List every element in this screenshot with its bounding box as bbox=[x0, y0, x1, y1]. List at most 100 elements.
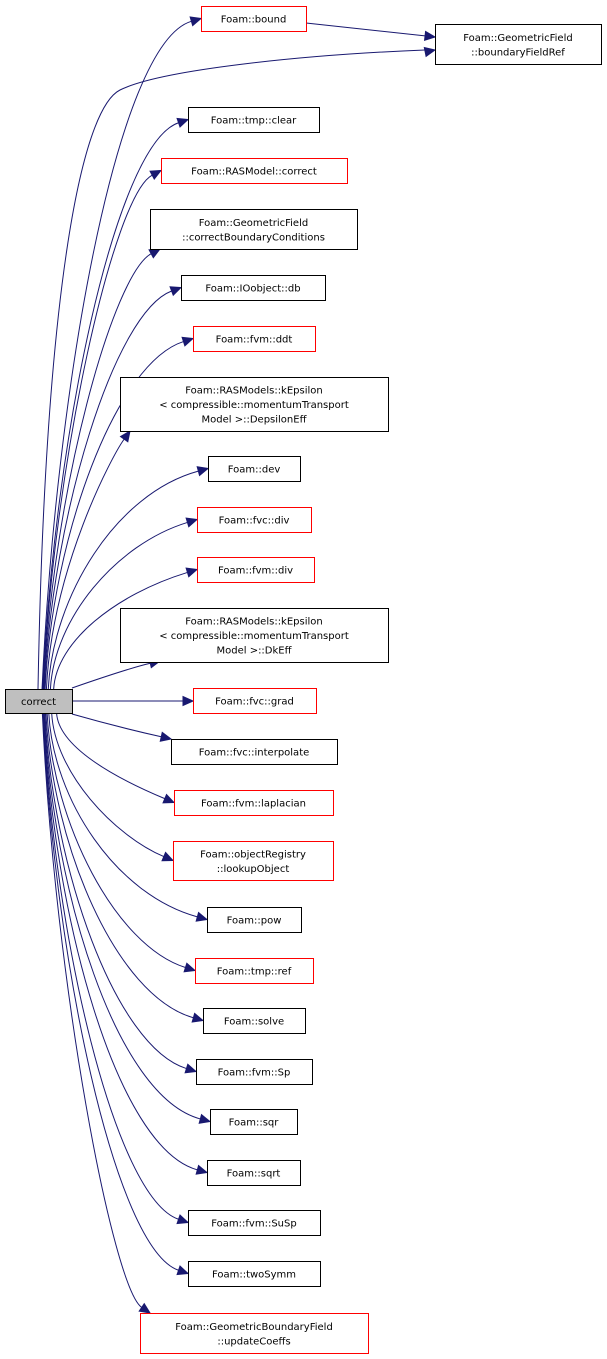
edge-correct-to-node-24 bbox=[41, 712, 142, 1308]
edge-correct-to-node-14-arrowhead bbox=[162, 793, 176, 804]
node-foam-fvc-grad-box bbox=[193, 688, 317, 714]
node-foam-sqrt[interactable]: Foam::sqrt bbox=[207, 1160, 301, 1186]
nodes: correct Foam::boundFoam::GeometricField::… bbox=[5, 6, 602, 1354]
edge-correct-to-node-8 bbox=[47, 470, 199, 690]
node-foam-fvm-laplacian[interactable]: Foam::fvm::laplacian bbox=[174, 790, 334, 816]
edge-correct-to-node-19-arrowhead bbox=[184, 1063, 198, 1074]
node-foam-fvc-div[interactable]: Foam::fvc::div bbox=[197, 507, 312, 533]
edge-correct-to-node-18 bbox=[45, 712, 194, 1019]
node-foam-solve[interactable]: Foam::solve bbox=[203, 1008, 306, 1034]
node-foam-tmp-clear-box bbox=[188, 107, 320, 133]
node-foam-rasmodels-kepsilon-compressible-momentumtransportmodel-depsiloneff[interactable]: Foam::RASModels::kEpsilon< compressible:… bbox=[120, 377, 389, 432]
node-foam-rasmodels-kepsilon-compressible-momentumtransportmodel-depsiloneff-label: Foam::RASModels::kEpsilon bbox=[185, 386, 323, 397]
node-foam-fvc-interpolate-box bbox=[171, 739, 338, 765]
node-foam-fvc-grad[interactable]: Foam::fvc::grad bbox=[193, 688, 317, 714]
node-foam-fvm-div-label: Foam::fvm::div bbox=[218, 566, 293, 577]
node-foam-rasmodel-correct-box bbox=[161, 158, 348, 184]
node-foam-solve-label: Foam::solve bbox=[224, 1017, 284, 1028]
node-foam-geometricfield-correctboundaryconditions-label: ::correctBoundaryConditions bbox=[182, 232, 325, 243]
edge-correct-to-node-10-arrowhead bbox=[185, 567, 199, 578]
node-foam-objectregistry-lookupobject-box bbox=[173, 841, 334, 881]
node-correct[interactable]: correct bbox=[5, 689, 73, 714]
node-foam-pow[interactable]: Foam::pow bbox=[207, 907, 302, 933]
node-foam-rasmodels-kepsilon-compressible-momentumtransportmodel-dkeff-label: Foam::RASModels::kEpsilon bbox=[185, 617, 323, 628]
node-foam-rasmodels-kepsilon-compressible-momentumtransportmodel-dkeff-box bbox=[120, 608, 389, 663]
edge-correct-to-node-23 bbox=[42, 712, 179, 1271]
node-foam-fvc-div-label: Foam::fvc::div bbox=[219, 516, 290, 527]
edge-correct-to-node-1-arrowhead bbox=[423, 46, 437, 58]
edge-correct-to-node-6-arrowhead bbox=[181, 336, 195, 347]
node-foam-fvm-ddt-box bbox=[193, 326, 316, 352]
edge-correct-to-node-19 bbox=[44, 712, 187, 1070]
node-foam-tmp-ref-box bbox=[195, 958, 314, 984]
node-foam-tmp-clear[interactable]: Foam::tmp::clear bbox=[188, 107, 320, 133]
node-foam-fvm-div-box bbox=[197, 557, 315, 583]
edge-correct-to-node-13-arrowhead bbox=[159, 731, 173, 742]
node-foam-tmp-clear-label: Foam::tmp::clear bbox=[211, 116, 297, 127]
node-foam-objectregistry-lookupobject-label: ::lookupObject bbox=[217, 864, 290, 875]
edge-correct-to-node-11 bbox=[71, 662, 151, 689]
node-foam-geometricboundaryfield-updatecoeffs-label: Foam::GeometricBoundaryField bbox=[175, 1322, 333, 1333]
node-foam-twosymm-box bbox=[188, 1261, 321, 1287]
edge-correct-to-node-18-arrowhead bbox=[191, 1012, 205, 1023]
node-foam-rasmodels-kepsilon-compressible-momentumtransportmodel-dkeff-label: < compressible::momentumTransport bbox=[159, 631, 349, 642]
edge-correct-to-node-12-arrowhead bbox=[182, 695, 195, 707]
edge-correct-to-node-22-arrowhead bbox=[176, 1214, 190, 1225]
node-foam-dev[interactable]: Foam::dev bbox=[208, 456, 301, 482]
node-foam-fvm-sp[interactable]: Foam::fvm::Sp bbox=[196, 1059, 313, 1085]
node-foam-pow-box bbox=[207, 907, 302, 933]
node-foam-geometricboundaryfield-updatecoeffs[interactable]: Foam::GeometricBoundaryField::updateCoef… bbox=[140, 1313, 369, 1354]
node-foam-pow-label: Foam::pow bbox=[227, 916, 282, 927]
node-foam-fvc-interpolate[interactable]: Foam::fvc::interpolate bbox=[171, 739, 338, 765]
edge-correct-to-node-9-arrowhead bbox=[185, 517, 199, 528]
node-foam-rasmodels-kepsilon-compressible-momentumtransportmodel-dkeff-label: Model >::DkEff bbox=[216, 646, 292, 657]
node-foam-tmp-ref-label: Foam::tmp::ref bbox=[217, 967, 292, 978]
edge-correct-to-node-5 bbox=[43, 290, 172, 690]
edge-bound-to-boundaryfieldref bbox=[305, 22, 426, 37]
node-foam-geometricboundaryfield-updatecoeffs-box bbox=[140, 1313, 369, 1354]
node-foam-twosymm-label: Foam::twoSymm bbox=[212, 1270, 296, 1281]
edge-correct-to-node-24-arrowhead bbox=[138, 1302, 152, 1314]
node-foam-rasmodel-correct[interactable]: Foam::RASModel::correct bbox=[161, 158, 348, 184]
edge-correct-to-node-0-arrowhead bbox=[189, 16, 203, 27]
node-foam-bound[interactable]: Foam::bound bbox=[201, 6, 307, 32]
node-foam-fvm-susp[interactable]: Foam::fvm::SuSp bbox=[188, 1210, 321, 1236]
node-foam-fvm-div[interactable]: Foam::fvm::div bbox=[197, 557, 315, 583]
edge-correct-to-node-10 bbox=[53, 571, 188, 690]
node-foam-ioobject-db[interactable]: Foam::IOobject::db bbox=[181, 275, 326, 301]
edge-correct-to-node-5-arrowhead bbox=[169, 286, 183, 297]
node-foam-geometricfield-boundaryfieldref-label: ::boundaryFieldRef bbox=[471, 47, 565, 58]
node-foam-objectregistry-lookupobject[interactable]: Foam::objectRegistry::lookupObject bbox=[173, 841, 334, 881]
node-foam-geometricfield-correctboundaryconditions-label: Foam::GeometricField bbox=[199, 218, 308, 229]
edge-correct-to-node-4 bbox=[43, 253, 152, 690]
node-foam-twosymm[interactable]: Foam::twoSymm bbox=[188, 1261, 321, 1287]
node-foam-solve-box bbox=[203, 1008, 306, 1034]
node-foam-rasmodel-correct-label: Foam::RASModel::correct bbox=[191, 167, 317, 178]
node-foam-geometricfield-boundaryfieldref[interactable]: Foam::GeometricField::boundaryFieldRef bbox=[435, 24, 602, 65]
node-foam-geometricfield-correctboundaryconditions-box bbox=[150, 209, 358, 250]
node-foam-bound-box bbox=[201, 6, 307, 32]
node-foam-rasmodels-kepsilon-compressible-momentumtransportmodel-dkeff[interactable]: Foam::RASModels::kEpsilon< compressible:… bbox=[120, 608, 389, 663]
edge-correct-to-node-6 bbox=[44, 341, 184, 690]
node-foam-geometricboundaryfield-updatecoeffs-label: ::updateCoeffs bbox=[217, 1336, 290, 1347]
node-foam-dev-box bbox=[208, 456, 301, 482]
node-foam-tmp-ref[interactable]: Foam::tmp::ref bbox=[195, 958, 314, 984]
node-foam-geometricfield-boundaryfieldref-label: Foam::GeometricField bbox=[463, 33, 572, 44]
node-foam-fvm-ddt[interactable]: Foam::fvm::ddt bbox=[193, 326, 316, 352]
node-foam-rasmodels-kepsilon-compressible-momentumtransportmodel-depsiloneff-box bbox=[120, 377, 389, 432]
node-foam-sqr[interactable]: Foam::sqr bbox=[210, 1109, 298, 1135]
edge-correct-to-node-14 bbox=[56, 712, 165, 800]
node-foam-dev-label: Foam::dev bbox=[228, 465, 281, 476]
node-foam-ioobject-db-box bbox=[181, 275, 326, 301]
edge-correct-to-node-0 bbox=[41, 20, 192, 690]
edge-correct-to-node-17-arrowhead bbox=[183, 962, 197, 973]
node-correct-box bbox=[5, 689, 73, 714]
node-foam-fvm-laplacian-label: Foam::fvm::laplacian bbox=[201, 799, 306, 810]
node-foam-fvm-susp-label: Foam::fvm::SuSp bbox=[211, 1219, 296, 1230]
node-foam-geometricfield-correctboundaryconditions[interactable]: Foam::GeometricField::correctBoundaryCon… bbox=[150, 209, 358, 250]
edge-correct-to-node-23-arrowhead bbox=[176, 1265, 190, 1276]
node-foam-geometricfield-boundaryfieldref-box bbox=[435, 24, 602, 65]
edge-correct-to-node-17 bbox=[46, 712, 186, 968]
node-foam-bound-label: Foam::bound bbox=[221, 15, 287, 26]
